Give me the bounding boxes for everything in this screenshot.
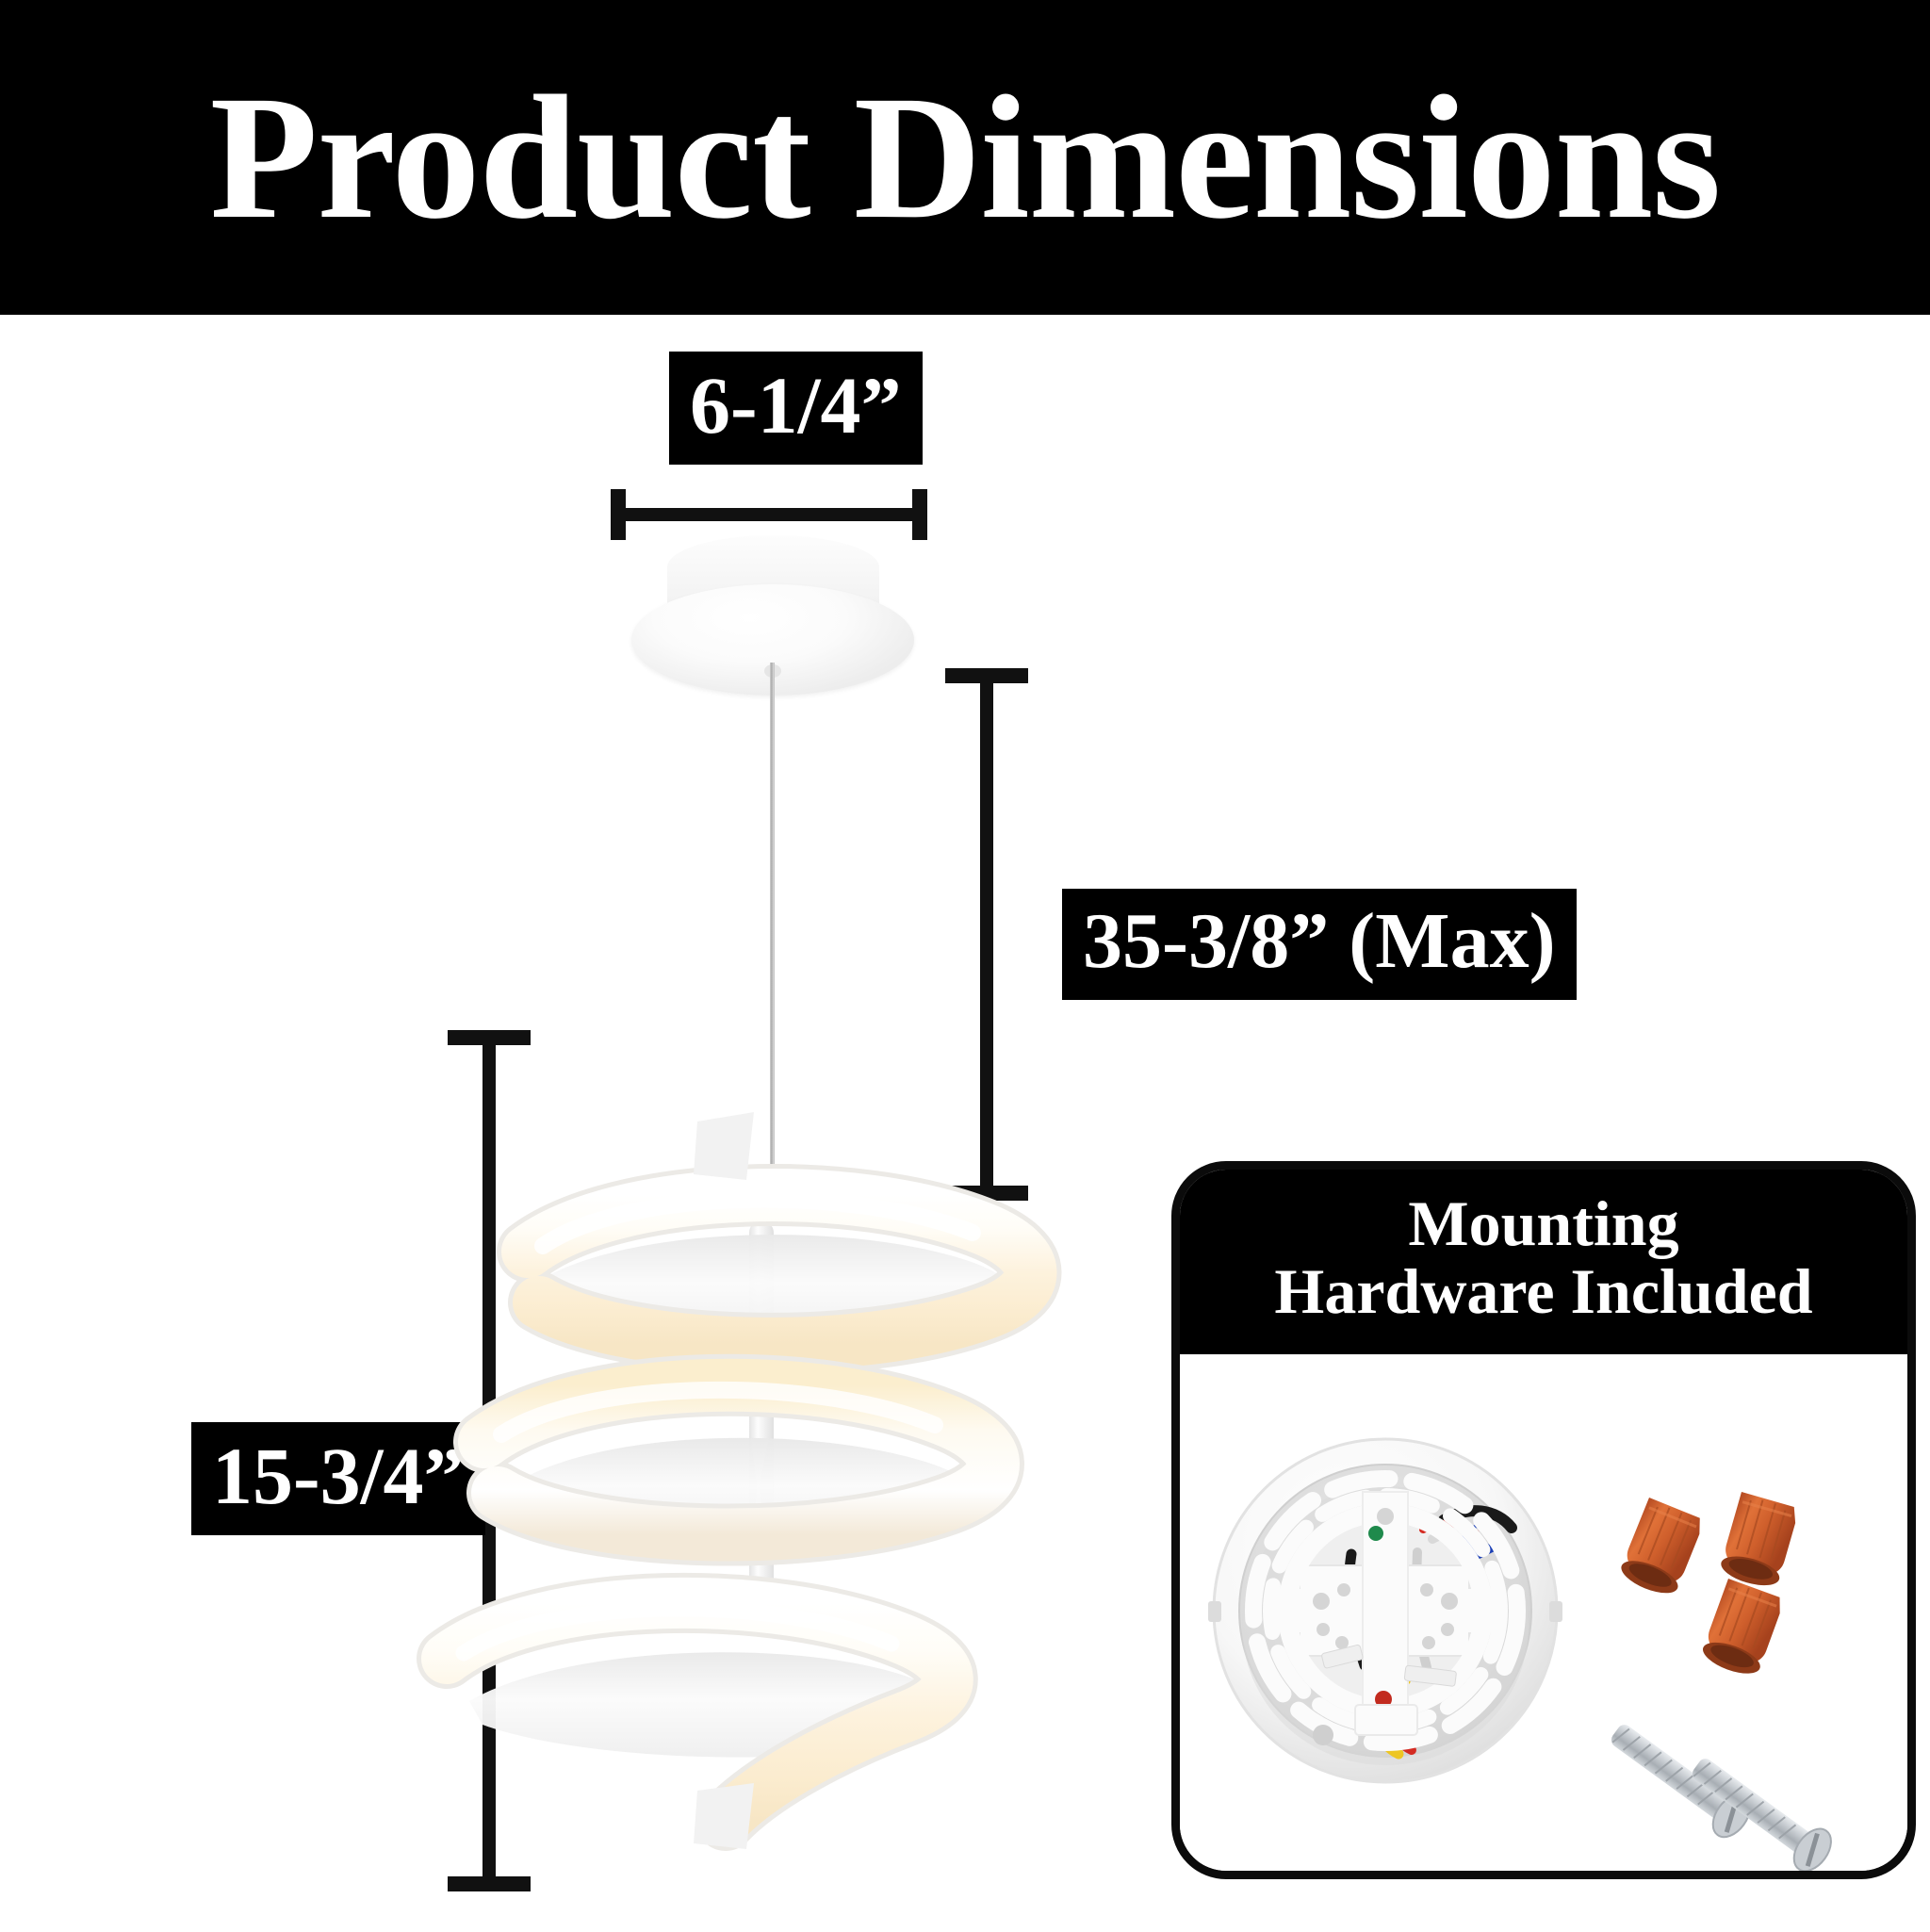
width-dimension-cap-left	[611, 489, 626, 540]
mounting-hardware-panel: Mounting Hardware Included	[1171, 1161, 1916, 1879]
width-dimension-cap-right	[912, 489, 927, 540]
bracket-holes	[1313, 1508, 1458, 1649]
mounting-hardware-graphic	[1208, 1437, 1832, 1871]
machine-screw	[1692, 1759, 1832, 1871]
height-dimension-cap-top	[448, 1030, 531, 1045]
suspension-cable	[770, 663, 775, 1226]
mounting-plate-assembly	[1208, 1437, 1562, 1784]
ceiling-canopy	[631, 535, 914, 710]
machine-screw-group	[1611, 1725, 1832, 1871]
width-dimension-label: 6-1/4”	[669, 352, 923, 465]
wire-nut	[1721, 1492, 1796, 1586]
spiral-led-pendant	[415, 999, 1093, 1932]
height-dimension-label: 15-3/4”	[191, 1422, 485, 1535]
drop-dimension-rule	[980, 673, 993, 1201]
wire-nut	[1702, 1579, 1780, 1674]
wire-nut	[1621, 1498, 1700, 1594]
mounting-hardware-header: Mounting Hardware Included	[1180, 1170, 1907, 1354]
spiral-led-graphic	[417, 1112, 1062, 1851]
spiral-turn-3	[417, 1572, 978, 1851]
spiral-turn-2	[453, 1353, 1024, 1566]
page-title: Product Dimensions	[209, 58, 1722, 255]
drop-dimension-cap-top	[945, 668, 1028, 683]
spiral-mount-brackets	[694, 1112, 754, 1849]
mounting-hardware-body	[1180, 1354, 1907, 1871]
mounting-hardware-heading-line1: Mounting	[1408, 1187, 1679, 1260]
wire-nut-group	[1621, 1492, 1796, 1674]
drop-dimension-label: 35-3/8” (Max)	[1062, 889, 1577, 1000]
spiral-turn-1	[497, 1164, 1062, 1375]
label-strips	[1321, 1644, 1457, 1687]
width-dimension-rule	[611, 508, 927, 521]
height-dimension-cap-bottom	[448, 1876, 531, 1891]
title-banner: Product Dimensions	[0, 0, 1930, 315]
crossbar-ring-outer	[1245, 1470, 1526, 1751]
mounting-hardware-heading-line2: Hardware Included	[1274, 1254, 1813, 1327]
